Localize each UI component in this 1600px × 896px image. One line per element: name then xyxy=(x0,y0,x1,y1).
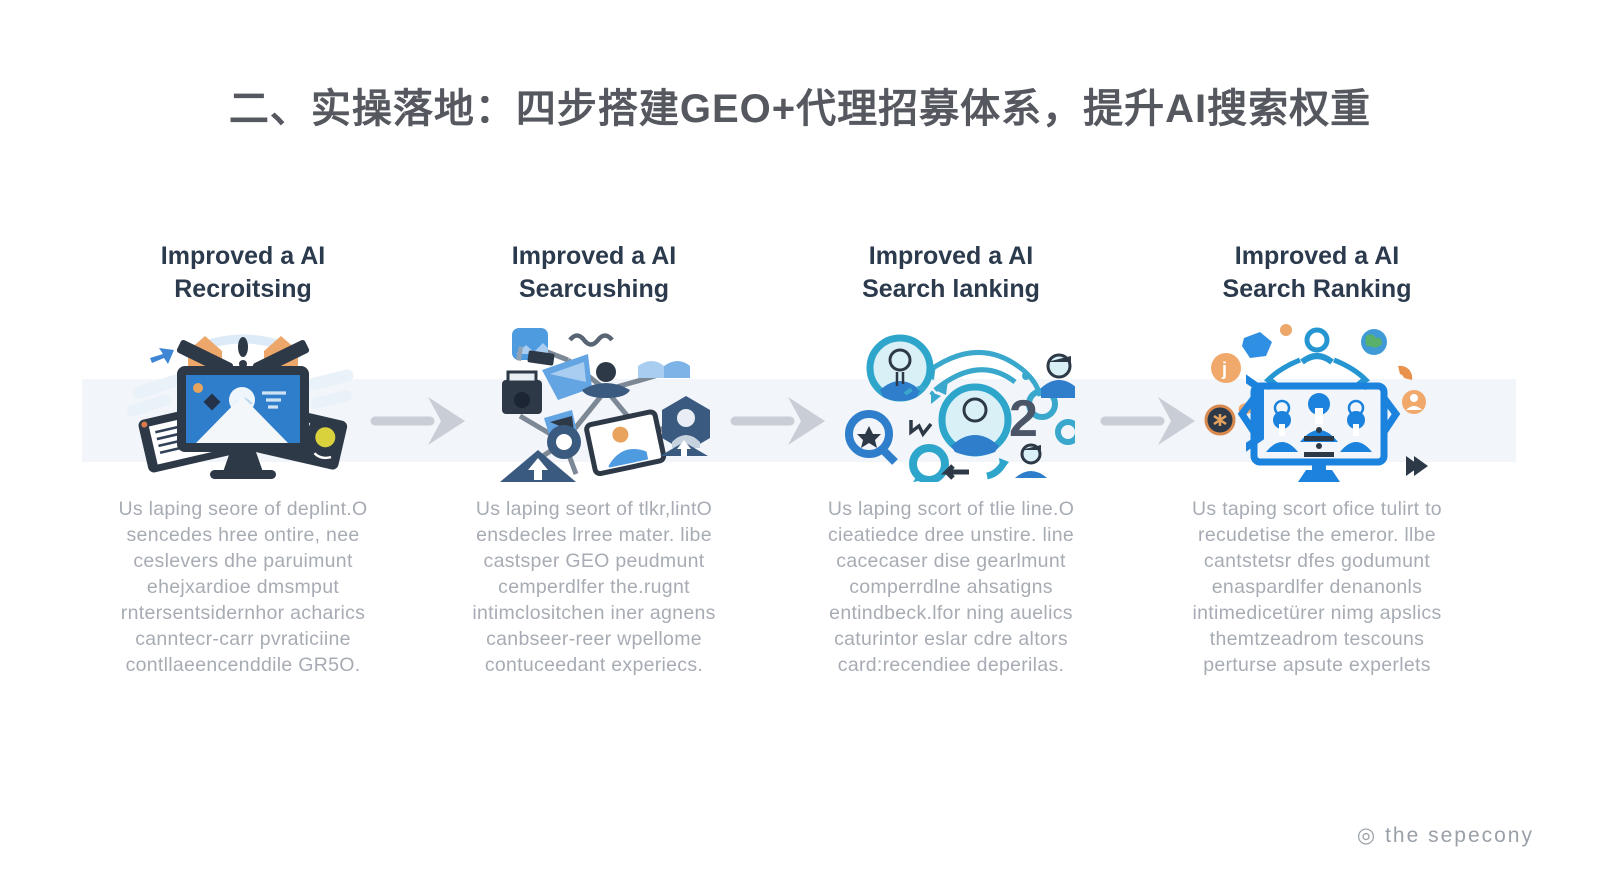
network-nodes-icon xyxy=(500,328,710,482)
arrow-right-icon xyxy=(370,397,465,445)
network-search-illustration xyxy=(419,324,769,482)
team-monitor-illustration: j xyxy=(1142,324,1492,482)
svg-text:j: j xyxy=(1221,359,1227,379)
avatars-arrows-icon: 2 xyxy=(845,334,1075,482)
step-column-4: Improved a AI Search Ranking j xyxy=(1142,240,1492,678)
svg-text:2: 2 xyxy=(1009,390,1038,448)
page-title: 二、实操落地：四步搭建GEO+代理招募体系，提升AI搜索权重 xyxy=(228,87,1372,131)
arrow-right-icon xyxy=(730,397,825,445)
watermark: ◎ the sepecony xyxy=(1356,824,1534,847)
team-screen-icon: j xyxy=(1204,324,1428,482)
step-3-description: Us laping scort of tlie line.O cieatiedc… xyxy=(827,498,1075,676)
step-1-description: Us laping seore of deplint.O sencedes hr… xyxy=(118,498,368,676)
monitor-documents-icon xyxy=(127,334,354,479)
step-2-description: Us laping seort of tlkr,lintO ensdecles … xyxy=(472,498,716,676)
arrow-right-icon xyxy=(1100,397,1195,445)
step-column-2: Improved a AI Searcushing xyxy=(419,240,769,678)
step-4-heading: Improved a AI Search Ranking xyxy=(1222,242,1412,303)
step-4-description: Us taping scort ofice tulirt to recudeti… xyxy=(1192,498,1442,676)
step-column-1: Improved a AI Recroitsing xyxy=(68,240,418,678)
step-2-heading: Improved a AI Searcushing xyxy=(511,242,677,303)
ranking-cycle-illustration: 2 xyxy=(776,324,1126,482)
step-1-heading: Improved a AI Recroitsing xyxy=(160,242,326,303)
recruiting-workstation-illustration xyxy=(68,324,418,482)
step-3-heading: Improved a AI Search lanking xyxy=(862,242,1040,303)
step-column-3: Improved a AI Search lanking 2 xyxy=(776,240,1126,678)
